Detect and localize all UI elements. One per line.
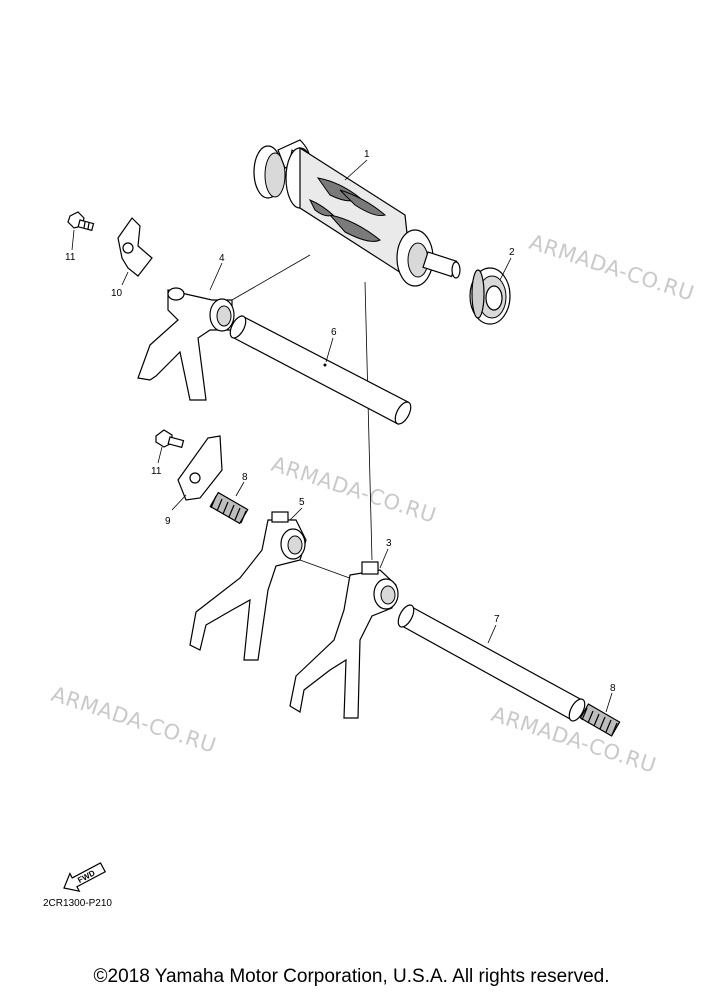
bolt-icon (155, 429, 185, 449)
callout-number: 8 (610, 683, 616, 694)
spring-icon (579, 703, 621, 737)
callout-number: 7 (494, 614, 500, 625)
callout-number: 4 (219, 253, 225, 264)
assembly-line (231, 254, 311, 301)
assembly-line (299, 559, 356, 581)
watermark: ARMADA-CO.RU (48, 682, 219, 758)
callout-number: 11 (65, 252, 76, 263)
stopper-plate-icon (177, 435, 223, 501)
bolt-icon (67, 211, 95, 232)
spring-icon (209, 491, 249, 525)
shift-cam-drum-icon (253, 139, 461, 287)
shift-fork-icon (289, 561, 399, 719)
assembly-line (364, 281, 373, 561)
diagram-code: 2CR1300-P210 (43, 898, 112, 909)
shift-fork-icon (137, 287, 235, 401)
watermark: ARMADA-CO.RU (526, 230, 697, 306)
fwd-arrow-icon: FWD (63, 862, 107, 893)
callout-number: 10 (111, 288, 123, 299)
shift-fork-icon (189, 511, 307, 661)
callout-number: 1 (364, 149, 370, 160)
copyright-footer: ©2018 Yamaha Motor Corporation, U.S.A. A… (93, 966, 610, 987)
callout-number: 6 (331, 327, 337, 338)
fork-guide-bar-icon (397, 604, 586, 722)
fork-guide-bar-icon (229, 315, 412, 425)
callout-number: 11 (151, 466, 162, 477)
callout-number: 2 (509, 247, 515, 258)
callout-number: 5 (299, 497, 305, 508)
callout-number: 8 (242, 472, 248, 483)
callout-number: 9 (165, 516, 171, 527)
callout-number: 3 (386, 538, 392, 549)
bearing-icon (469, 267, 511, 325)
stopper-plate-icon (117, 217, 153, 277)
